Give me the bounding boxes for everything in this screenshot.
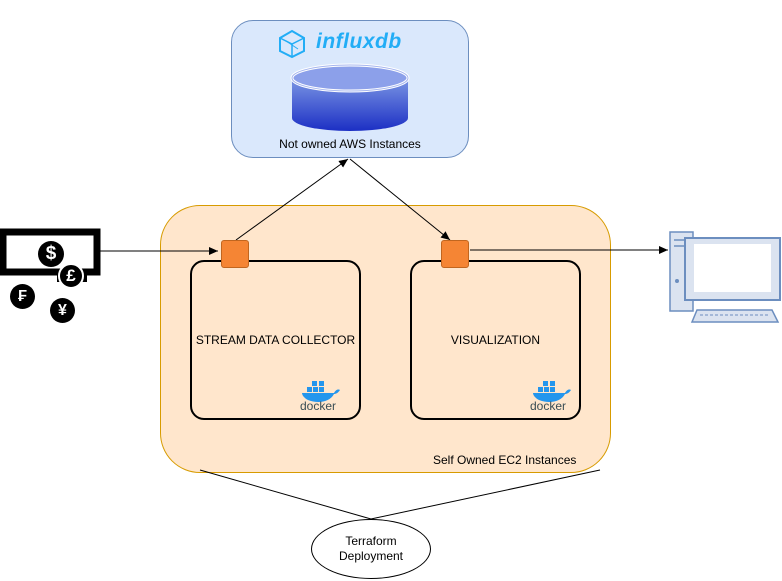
influx-to-visualization-arrow [349, 158, 451, 241]
influx-caption: Not owned AWS Instances [279, 137, 421, 151]
visualization-container[interactable] [410, 260, 581, 420]
franc-coin-icon: ₣ [10, 284, 35, 309]
collector-to-influx-arrow [235, 158, 349, 241]
influxdb-logo-icon [279, 29, 305, 59]
docker-icon [302, 381, 340, 402]
ec2-caption: Self Owned EC2 Instances [433, 453, 577, 467]
collector-label: STREAM DATA COLLECTOR [195, 333, 356, 347]
visualization-port[interactable] [441, 240, 469, 268]
franc-symbol: ₣ [18, 287, 27, 305]
dollar-coin-icon: $ [38, 241, 64, 267]
pound-coin-icon: £ [58, 263, 84, 289]
dollar-symbol: $ [45, 243, 57, 264]
workstation-icon [669, 231, 781, 323]
yen-symbol: ¥ [58, 301, 67, 319]
influxdb-logo-text: influxdb [316, 30, 402, 53]
terraform-node[interactable] [311, 519, 431, 579]
collector-docker-text: docker [300, 399, 337, 413]
docker-icon [533, 381, 571, 402]
yen-coin-icon: ¥ [50, 298, 75, 323]
visualization-label: VISUALIZATION [450, 333, 541, 347]
terraform-line-right [370, 469, 601, 520]
terraform-line2: Deployment [338, 549, 404, 563]
database-icon [290, 63, 410, 131]
pound-symbol: £ [66, 266, 76, 285]
collector-port[interactable] [221, 240, 249, 268]
terraform-label: Terraform Deployment [311, 519, 431, 579]
terraform-line-left [199, 469, 372, 520]
visualization-docker-text: docker [530, 399, 567, 413]
terraform-line1: Terraform [345, 534, 397, 548]
stream-data-collector-container[interactable] [190, 260, 361, 420]
